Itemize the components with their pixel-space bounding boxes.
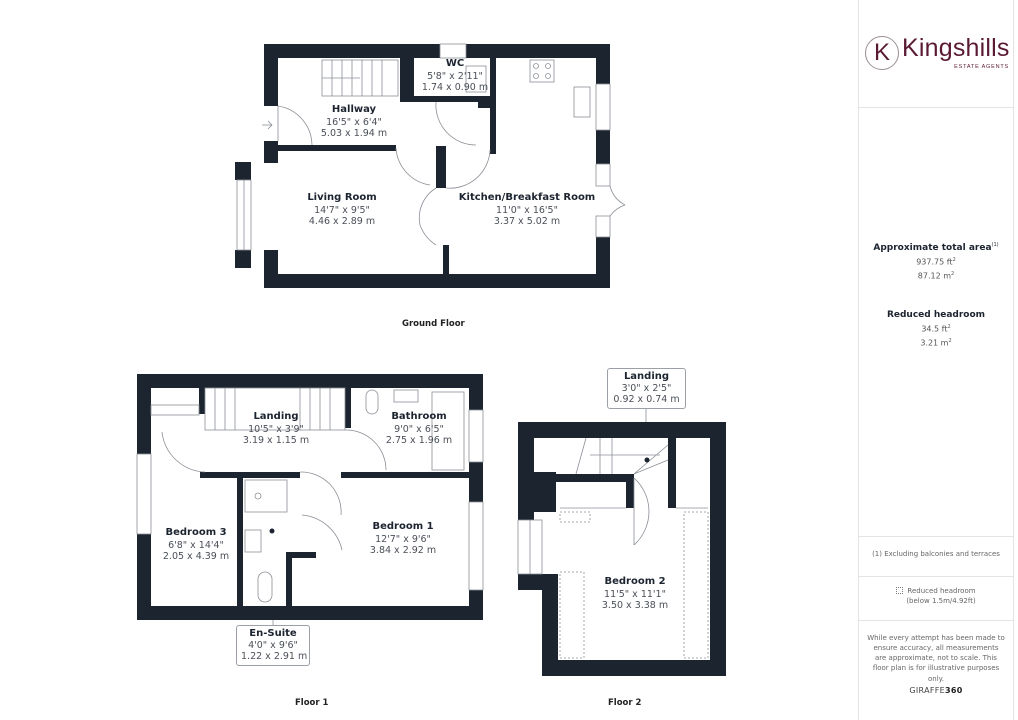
room-label-bedroom-1: Bedroom 1 12'7" x 9'6" 3.84 x 2.92 m	[370, 521, 436, 557]
room-label-wc: WC 5'8" x 2'11" 1.74 x 0.90 m	[422, 58, 488, 94]
room-callout-landing-f2: Landing 3'0" x 2'5" 0.92 x 0.74 m	[607, 368, 686, 409]
total-area-block: Approximate total area(1) 937.75 ft2 87.…	[859, 242, 1013, 280]
floor-2-fixtures	[517, 408, 709, 659]
ground-floor-fixtures	[236, 43, 626, 251]
room-dim-imperial: 6'8" x 14'4"	[168, 539, 224, 551]
room-dim-imperial: 11'5" x 11'1"	[604, 588, 666, 600]
room-dim-imperial: 3'0" x 2'5"	[621, 383, 672, 394]
room-name: Living Room	[307, 192, 377, 203]
room-name: Kitchen/Breakfast Room	[458, 192, 596, 203]
floor-label-floor-2: Floor 2	[608, 698, 642, 708]
room-name: Bedroom 2	[604, 576, 666, 587]
sidebar-divider	[859, 107, 1013, 108]
room-dim-imperial: 5'8" x 2'11"	[427, 70, 483, 82]
reduced-headroom-legend-icon	[896, 587, 904, 594]
floor-plan-drawing	[136, 43, 726, 676]
room-dim-imperial: 14'7" x 9'5"	[314, 204, 370, 216]
room-name: WC	[445, 58, 465, 69]
floor-1-walls	[137, 374, 483, 620]
total-area-m2: 87.12 m2	[917, 270, 955, 281]
disclaimer-text: While every attempt has been made to ens…	[867, 634, 1005, 683]
room-dim-metric: 0.92 x 0.74 m	[613, 394, 680, 406]
room-name: Landing	[253, 411, 299, 422]
room-dim-imperial: 16'5" x 6'4"	[326, 116, 382, 128]
room-dim-metric: 1.22 x 2.91 m	[241, 651, 308, 663]
room-name: Bedroom 3	[165, 527, 227, 538]
room-callout-en-suite: En-Suite 4'0" x 9'6" 1.22 x 2.91 m	[236, 625, 310, 666]
reduced-headroom-block: Reduced headroom 34.5 ft2 3.21 m2	[859, 310, 1013, 347]
room-label-bedroom-3: Bedroom 3 6'8" x 14'4" 2.05 x 4.39 m	[163, 527, 229, 563]
sidebar-divider	[859, 536, 1013, 537]
room-label-landing-f1: Landing 10'5" x 3'9" 3.19 x 1.15 m	[243, 411, 309, 447]
room-dim-imperial: 10'5" x 3'9"	[248, 423, 304, 435]
room-name: Hallway	[331, 104, 377, 115]
logo-k-monogram-icon: K	[865, 36, 899, 70]
room-name: Landing	[623, 371, 670, 382]
floor-1-fixtures	[136, 387, 484, 628]
room-dim-imperial: 11'0" x 16'5"	[496, 204, 558, 216]
room-label-hallway: Hallway 16'5" x 6'4" 5.03 x 1.94 m	[321, 104, 387, 140]
room-dim-metric: 2.75 x 1.96 m	[385, 435, 453, 447]
room-dim-metric: 5.03 x 1.94 m	[320, 128, 388, 140]
floor-label-floor-1: Floor 1	[295, 698, 329, 708]
sidebar-divider	[859, 620, 1013, 621]
reduced-headroom-m2: 3.21 m2	[920, 337, 952, 348]
ground-floor-walls	[235, 44, 610, 288]
room-dim-metric: 1.74 x 0.90 m	[421, 82, 489, 94]
logo-name: Kingshills	[902, 34, 1010, 62]
room-dim-metric: 3.37 x 5.02 m	[493, 216, 561, 228]
info-sidebar: K Kingshills ESTATE AGENTS Approximate t…	[858, 0, 1014, 720]
room-name: Bedroom 1	[372, 521, 434, 532]
room-label-bedroom-2: Bedroom 2 11'5" x 11'1" 3.50 x 3.38 m	[602, 576, 668, 612]
legend-subtext: (below 1.5m/4.92ft)	[906, 596, 976, 605]
kingshills-logo: K Kingshills ESTATE AGENTS	[865, 34, 1011, 76]
floor-plan-area: WC 5'8" x 2'11" 1.74 x 0.90 m Hallway 16…	[136, 43, 726, 708]
room-dim-metric: 3.19 x 1.15 m	[242, 435, 310, 447]
giraffe360-credit: GIRAFFE360	[909, 686, 963, 695]
room-dim-metric: 3.84 x 2.92 m	[369, 545, 437, 557]
room-dim-imperial: 9'0" x 6'5"	[394, 423, 444, 435]
reduced-headroom-heading: Reduced headroom	[886, 310, 986, 320]
legend-block: Reduced headroom (below 1.5m/4.92ft)	[859, 587, 1013, 607]
room-name: En-Suite	[249, 628, 297, 639]
floor-label-ground: Ground Floor	[402, 319, 465, 329]
room-dim-imperial: 12'7" x 9'6"	[375, 533, 431, 545]
room-label-bathroom: Bathroom 9'0" x 6'5" 2.75 x 1.96 m	[386, 411, 452, 447]
room-name: Bathroom	[391, 411, 447, 422]
room-label-kitchen: Kitchen/Breakfast Room 11'0" x 16'5" 3.3…	[459, 192, 595, 228]
room-dim-metric: 3.50 x 3.38 m	[601, 600, 669, 612]
room-label-living-room: Living Room 14'7" x 9'5" 4.46 x 2.89 m	[307, 192, 376, 228]
logo-tagline: ESTATE AGENTS	[954, 64, 1009, 70]
total-area-ft2: 937.75 ft2	[916, 257, 956, 267]
room-dim-imperial: 4'0" x 9'6"	[248, 640, 298, 651]
disclaimer-block: While every attempt has been made to ens…	[859, 633, 1013, 684]
credit-block: GIRAFFE360	[859, 686, 1013, 695]
room-dim-metric: 2.05 x 4.39 m	[162, 551, 230, 563]
room-dim-metric: 4.46 x 2.89 m	[308, 216, 376, 228]
total-area-heading: Approximate total area(1)	[873, 242, 999, 253]
reduced-headroom-ft2: 34.5 ft2	[921, 324, 951, 334]
floor-2-walls	[518, 422, 726, 676]
sidebar-divider	[859, 576, 1013, 577]
footnote-text: (1) Excluding balconies and terraces	[872, 550, 1000, 558]
footnote-block: (1) Excluding balconies and terraces	[859, 550, 1013, 560]
